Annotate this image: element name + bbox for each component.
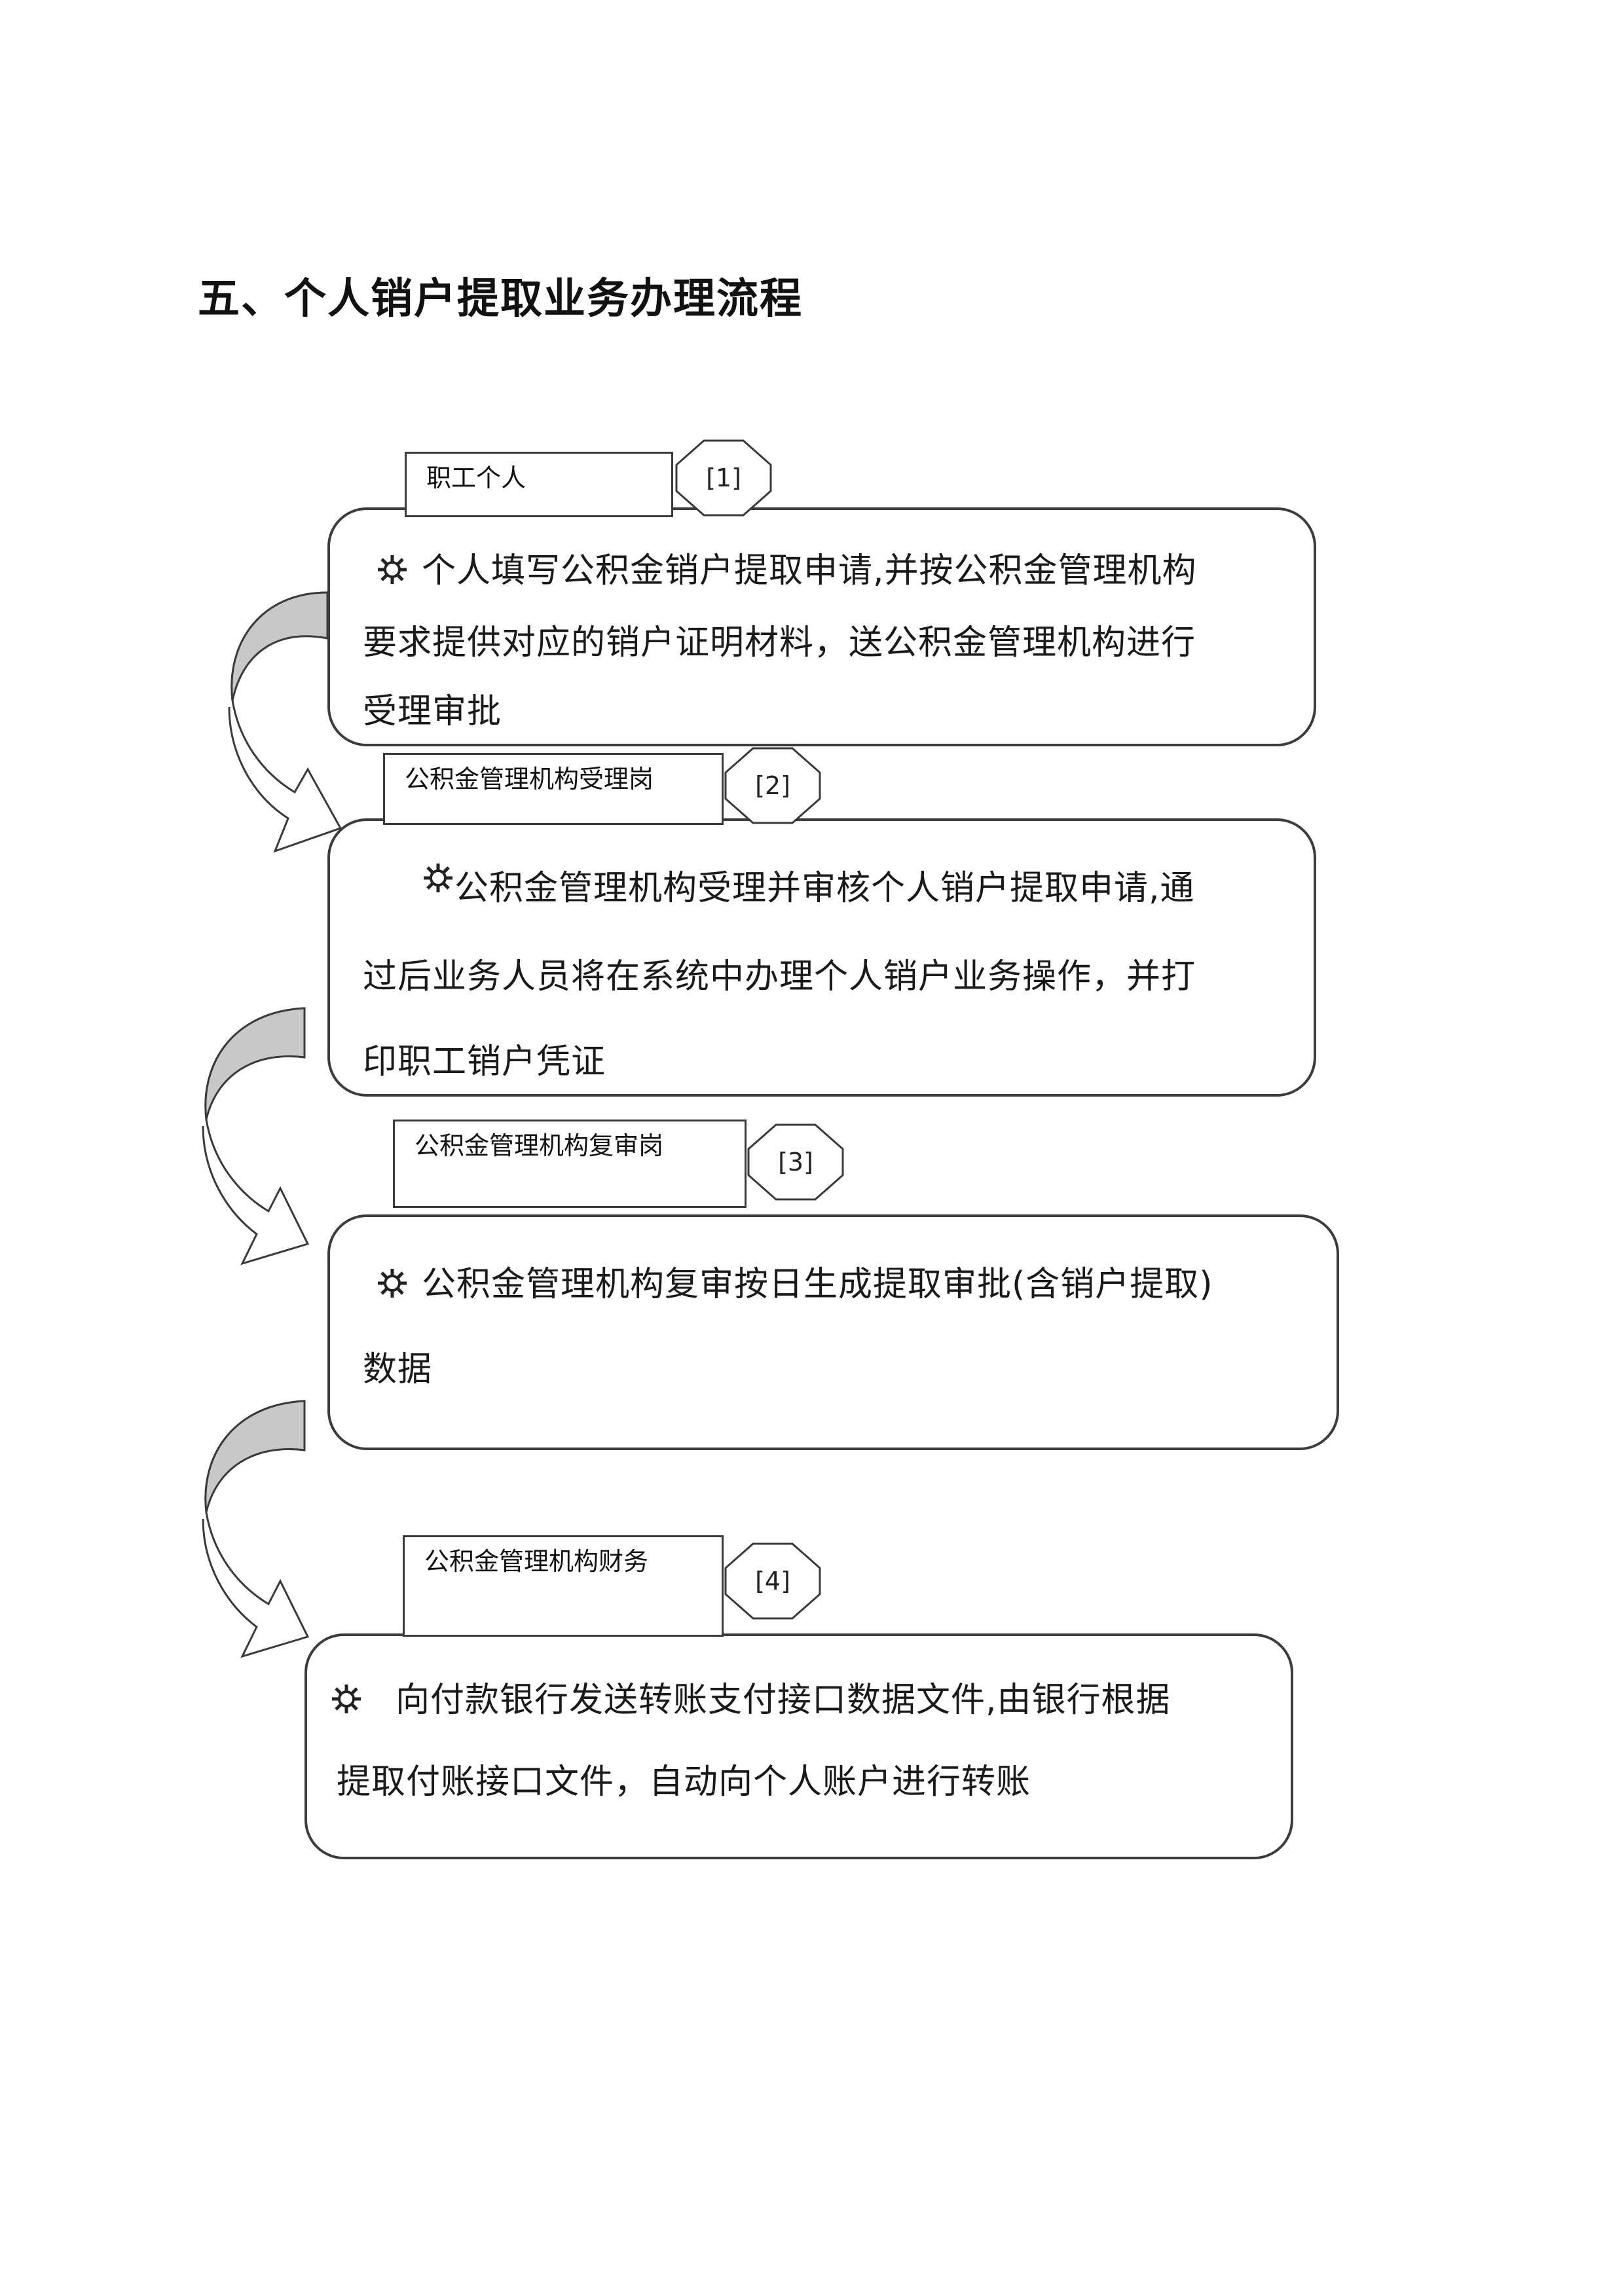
curved-arrow-icon [202,1400,310,1658]
step-text-line: 数据 [363,1350,433,1389]
step-box-3: 公积金管理机构复审按日生成提取审批(含销户提取) 数据 [327,1214,1339,1450]
step-number: [3] [778,1148,813,1176]
step-number-badge-2: [2] [724,746,822,825]
curved-arrow-icon [228,591,342,853]
step-number: [1] [706,464,741,492]
step-text-line: 向付款银行发送转账支付接口数据文件,由银行根据 [396,1681,1171,1720]
step-text-line: 印职工销户凭证 [363,1042,606,1082]
step-text-line: 公积金管理机构复审按日生成提取审批(含销户提取) [422,1265,1213,1304]
sun-icon [422,862,454,894]
step-text-line: 要求提供对应的销户证明材料，送公积金管理机构进行 [363,623,1196,663]
role-label-3: 公积金管理机构复审岗 [393,1120,747,1208]
step-box-4: 向付款银行发送转账支付接口数据文件,由银行根据 提取付账接口文件，自动向个人账户… [304,1633,1293,1859]
step-box-2: 公积金管理机构受理并审核个人销户提取申请,通 过后业务人员将在系统中办理个人销户… [327,818,1316,1097]
step-number-badge-3: [3] [747,1123,845,1201]
sun-icon [330,1683,363,1715]
step-text-line: 受理审批 [363,692,502,731]
page-title: 五、个人销户提取业务办理流程 [198,274,803,323]
role-label-2: 公积金管理机构受理岗 [383,753,724,825]
step-text-line: 过后业务人员将在系统中办理个人销户业务操作，并打 [363,957,1196,996]
step-text-line: 个人填写公积金销户提取申请,并按公积金管理机构 [422,551,1197,591]
sun-icon [376,1267,409,1300]
role-label-4: 公积金管理机构财务 [403,1535,724,1637]
step-number: [4] [755,1567,790,1595]
role-label-1: 职工个人 [405,452,673,517]
step-number-badge-4: [4] [724,1542,822,1620]
sun-icon [376,553,409,586]
step-text-line: 提取付账接口文件，自动向个人账户进行转账 [337,1762,1031,1802]
curved-arrow-icon [202,1007,310,1266]
step-number: [2] [755,771,790,800]
step-text-line: 公积金管理机构受理并审核个人销户提取申请,通 [454,869,1195,908]
step-number-badge-1: [1] [674,439,773,517]
step-box-1: 个人填写公积金销户提取申请,并按公积金管理机构 要求提供对应的销户证明材料，送公… [327,507,1316,746]
